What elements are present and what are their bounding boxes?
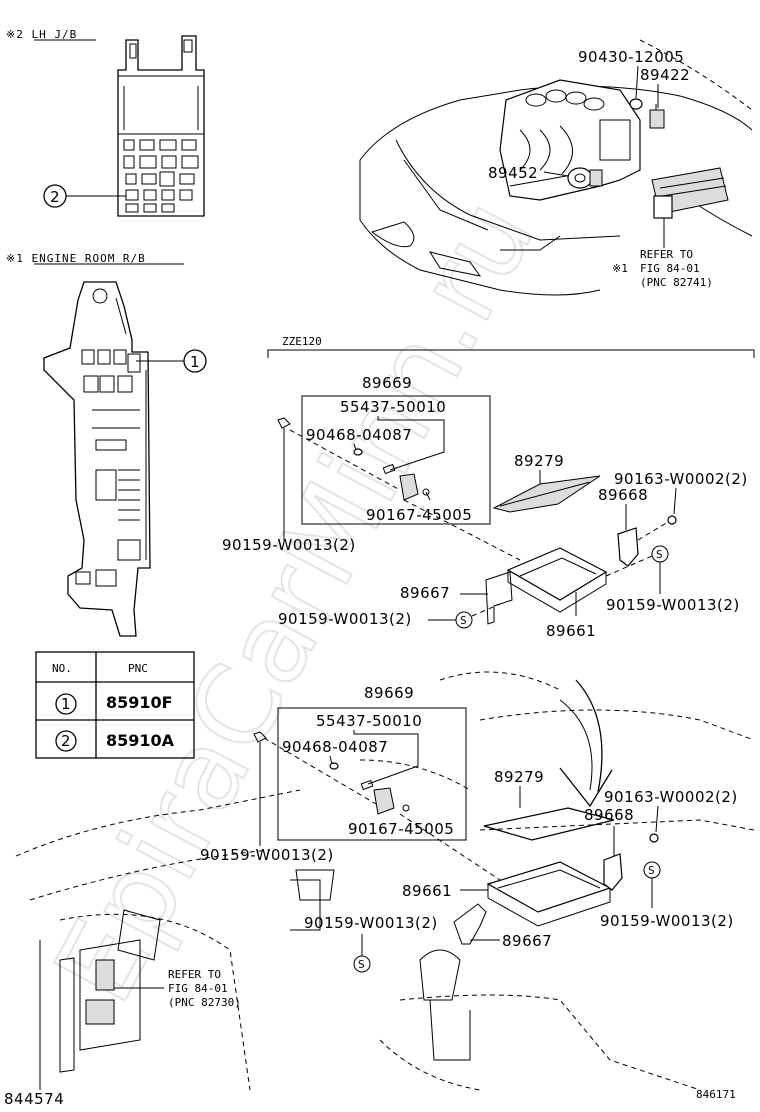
lo-nut-90163 [649, 833, 659, 843]
lo-bracket-89667 [453, 903, 487, 945]
engine-room-rb-section: ※1 ENGINE ROOM R/B [6, 252, 207, 637]
lower-section: 89669 55437-50010 90468-04087 90167-4500… [15, 671, 755, 1091]
engine-room-rb-label: ※1 ENGINE ROOM R/B [6, 252, 146, 265]
zze-label-89667: 89667 [400, 584, 450, 602]
refer-pnc-bottom: (PNC 82730) [168, 996, 241, 1009]
zze-label-89668: 89668 [598, 486, 648, 504]
refer-fig-top: FIG 84-01 [640, 262, 700, 275]
zze-screw-left [277, 417, 291, 429]
table-header-pnc: PNC [128, 662, 148, 675]
lh-jb-label: ※2 LH J/B [6, 28, 77, 41]
lh-jb-section: ※2 LH J/B [6, 28, 205, 217]
zze-bracket-55437 [399, 473, 419, 501]
zze-label-89661: 89661 [546, 622, 596, 640]
zze-ecm-89661 [506, 547, 608, 601]
svg-text:S: S [460, 614, 467, 627]
label-89452: 89452 [488, 164, 538, 182]
lo-label-89668: 89668 [584, 806, 634, 824]
table-row-1-pnc: 85910F [106, 693, 173, 712]
lo-clip-90468 [329, 762, 339, 770]
zze-label-89279: 89279 [514, 452, 564, 470]
callout-2-text: 2 [50, 188, 60, 206]
zze-nut-90163 [667, 515, 677, 525]
lo-label-89279: 89279 [494, 768, 544, 786]
lo-label-55437: 55437-50010 [316, 712, 422, 730]
refer-mark-1: ※1 [612, 262, 628, 275]
lo-screw-left [253, 731, 267, 743]
table-row-2-no: 2 [61, 732, 71, 750]
zze-clip-90468 [353, 448, 363, 456]
zze-label-90159-right: 90159-W0013(2) [606, 596, 740, 614]
zze-label-90163: 90163-W0002(2) [614, 470, 748, 488]
lo-kit-box [277, 707, 467, 841]
lo-label-90159-mid: 90159-W0013(2) [304, 914, 438, 932]
engine-room-rb-drawing [43, 281, 151, 637]
label-90430-12005: 90430-12005 [578, 48, 684, 66]
watermark: EpiraCarMinn.ru [30, 179, 559, 1022]
grommet-90430 [629, 98, 643, 110]
zze-label-89669: 89669 [362, 374, 412, 392]
lo-label-89661: 89661 [402, 882, 452, 900]
label-89422: 89422 [640, 66, 690, 84]
lo-bracket-89668 [603, 853, 623, 891]
engine-bay-section: 90430-12005 89422 89452 ※1 REFER TO FIG … [359, 39, 753, 296]
svg-text:S: S [648, 864, 655, 877]
zze-cover-89279 [492, 475, 601, 513]
sensor-89452 [567, 167, 603, 189]
zze-bracket-89668 [617, 527, 639, 567]
pnc-table: NO. PNC 1 85910F 2 85910A [35, 651, 195, 759]
lo-bracket-55437 [373, 787, 395, 815]
zze-label-90167: 90167-45005 [366, 506, 472, 524]
refer-pnc-top: (PNC 82741) [640, 276, 713, 289]
lo-label-89667: 89667 [502, 932, 552, 950]
lo-label-90167: 90167-45005 [348, 820, 454, 838]
zze-label-55437: 55437-50010 [340, 398, 446, 416]
zze-label-90159-bottom: 90159-W0013(2) [278, 610, 412, 628]
lo-ecm-89661 [486, 861, 612, 913]
sensor-89422 [649, 104, 665, 129]
lo-label-90159-right: 90159-W0013(2) [600, 912, 734, 930]
zze-bracket-89667 [485, 571, 513, 625]
refer-to-top: REFER TO [640, 248, 693, 261]
footer-left-code: 844574 [4, 1090, 64, 1108]
table-row-1-no: 1 [61, 695, 71, 713]
zze-label-90159-left: 90159-W0013(2) [222, 536, 356, 554]
svg-text:S: S [358, 958, 365, 971]
zze-label-90468: 90468-04087 [306, 426, 412, 444]
refer-to-bottom: REFER TO [168, 968, 221, 981]
svg-text:S: S [656, 548, 663, 561]
zze120-section: ZZE120 89669 55437-50010 90468-04087 901… [222, 335, 755, 640]
ecm-engine-bay [651, 167, 729, 248]
table-header-no: NO. [52, 662, 72, 675]
lo-label-90163: 90163-W0002(2) [604, 788, 738, 806]
lo-cover-89279 [483, 807, 615, 841]
callout-1-text: 1 [190, 353, 200, 371]
interior-drawing [15, 671, 755, 1091]
lo-label-90468: 90468-04087 [282, 738, 388, 756]
footer-right-code: 846171 [696, 1088, 736, 1101]
table-row-2-pnc: 85910A [106, 731, 175, 750]
lh-jb-box-drawing [117, 35, 205, 217]
lo-label-89669: 89669 [364, 684, 414, 702]
zze120-title: ZZE120 [282, 335, 322, 348]
refer-fig-bottom: FIG 84-01 [168, 982, 228, 995]
lo-label-90159-left: 90159-W0013(2) [200, 846, 334, 864]
engine-block-drawing [499, 79, 641, 201]
zze-kit-box [301, 395, 491, 525]
